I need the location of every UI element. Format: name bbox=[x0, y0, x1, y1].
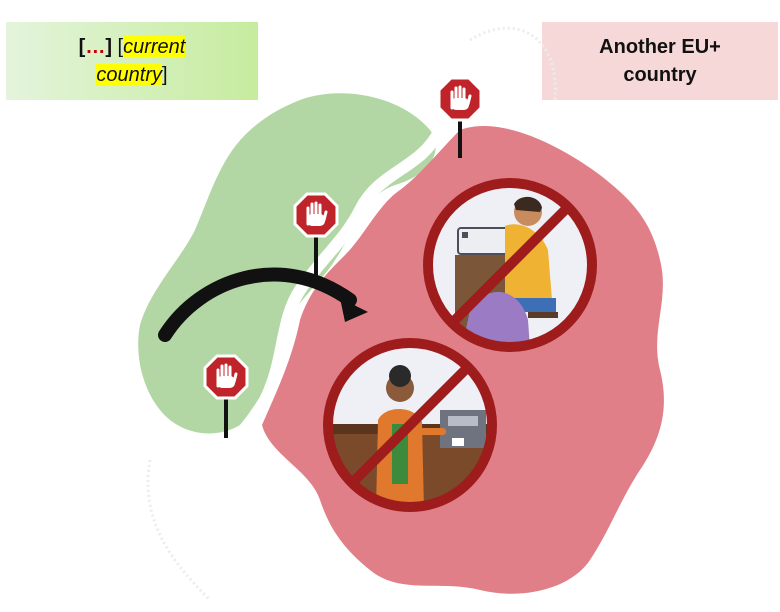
stop-sign-hand-icon bbox=[293, 192, 339, 276]
curved-arrow-icon bbox=[158, 267, 368, 342]
country-border bbox=[219, 124, 446, 456]
stop-sign-hand-icon bbox=[203, 354, 249, 438]
current-country-label: […] [current country] bbox=[6, 22, 258, 100]
prohibited-barista-icon bbox=[323, 338, 497, 512]
stop-sign-hand-icon bbox=[437, 76, 483, 158]
faint-border-line bbox=[146, 459, 212, 602]
prohibited-sewing-icon bbox=[423, 178, 597, 352]
home-country-region bbox=[138, 93, 436, 434]
other-country-label: Another EU+ country bbox=[542, 22, 778, 100]
faint-border-line bbox=[469, 26, 557, 101]
